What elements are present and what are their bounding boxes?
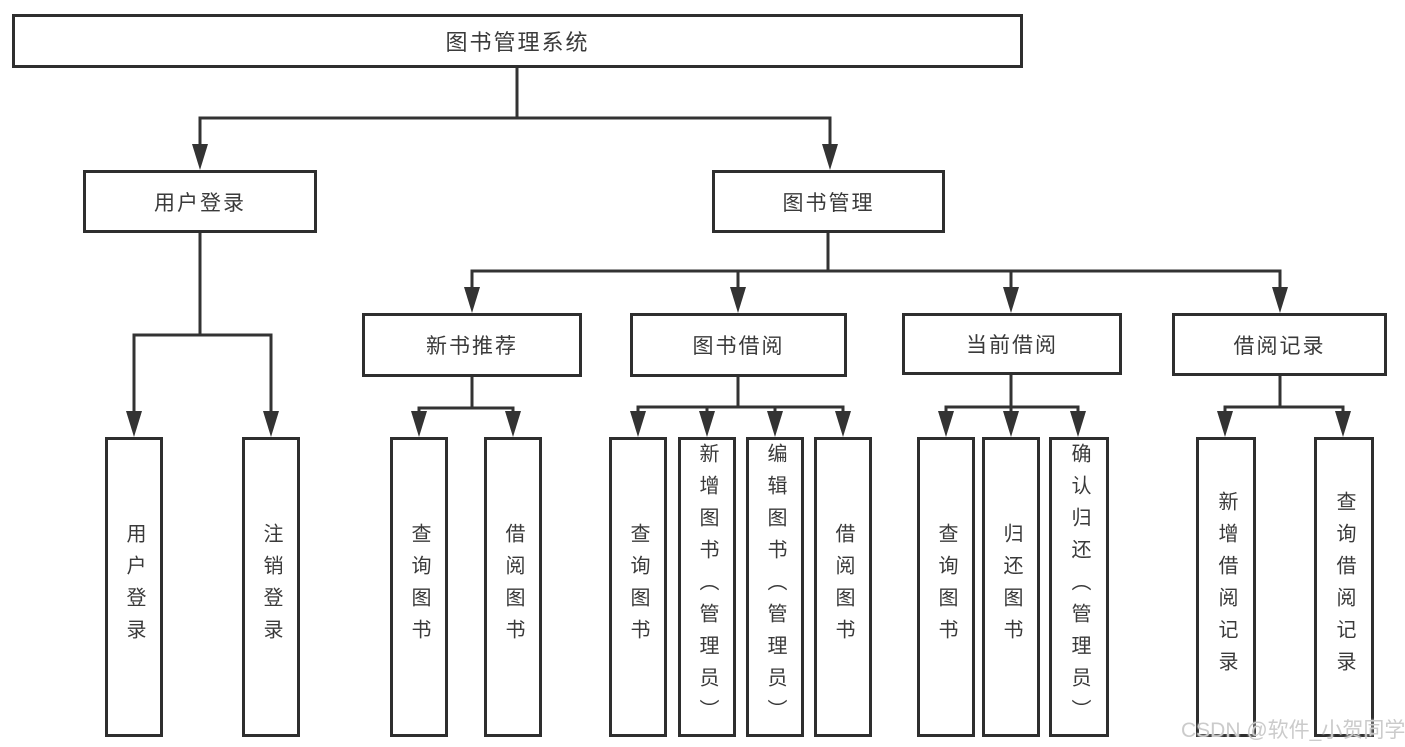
leaf-label: 查询图书: [935, 523, 957, 651]
leaf-label: 新增借阅记录: [1215, 491, 1237, 683]
leaf-label: 借阅图书: [832, 523, 854, 651]
leaf-query-books: 查询图书: [917, 437, 975, 737]
leaf-logout: 注销登录: [242, 437, 300, 737]
watermark-text: CSDN @软件_小贺同学: [1181, 719, 1405, 742]
node-current-borrow: 当前借阅: [902, 313, 1122, 375]
node-new-book-recommend: 新书推荐: [362, 313, 582, 377]
leaf-label: 用户登录: [123, 523, 145, 651]
arrowhead-icons: [126, 144, 1351, 437]
node-root: 图书管理系统: [12, 14, 1023, 68]
leaf-query-books: 查询图书: [390, 437, 448, 737]
leaf-add-borrow-record: 新增借阅记录: [1196, 437, 1256, 737]
leaf-borrow-books: 借阅图书: [814, 437, 872, 737]
node-book-borrow: 图书借阅: [630, 313, 847, 377]
leaf-query-books: 查询图书: [609, 437, 667, 737]
leaf-label: 编辑图书（管理员）: [764, 443, 786, 731]
leaf-label: 归还图书: [1000, 523, 1022, 651]
leaf-user-login: 用户登录: [105, 437, 163, 737]
leaf-label: 查询图书: [627, 523, 649, 651]
leaf-confirm-return-admin: 确认归还（管理员）: [1049, 437, 1109, 737]
node-borrow-records: 借阅记录: [1172, 313, 1387, 376]
leaf-label: 注销登录: [260, 523, 282, 651]
node-user-login: 用户登录: [83, 170, 317, 233]
leaf-return-book: 归还图书: [982, 437, 1040, 737]
leaf-borrow-books: 借阅图书: [484, 437, 542, 737]
leaf-add-book-admin: 新增图书（管理员）: [678, 437, 736, 737]
leaf-label: 查询图书: [408, 523, 430, 651]
leaf-label: 确认归还（管理员）: [1068, 443, 1090, 731]
leaf-query-borrow-record: 查询借阅记录: [1314, 437, 1374, 737]
node-book-management: 图书管理: [712, 170, 945, 233]
leaf-edit-book-admin: 编辑图书（管理员）: [746, 437, 804, 737]
leaf-label: 查询借阅记录: [1333, 491, 1355, 683]
leaf-label: 借阅图书: [502, 523, 524, 651]
leaf-label: 新增图书（管理员）: [696, 443, 718, 731]
